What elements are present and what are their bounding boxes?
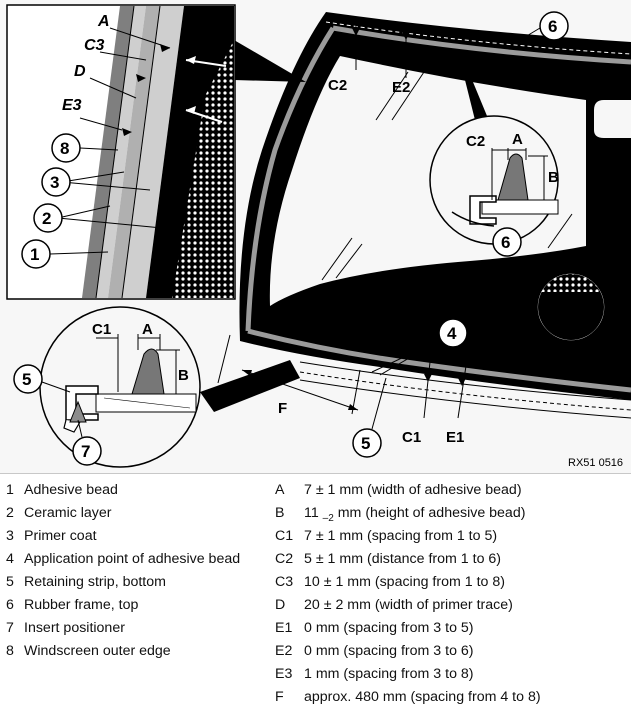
callout-8: 8 <box>60 139 69 158</box>
label-e1: E1 <box>446 429 464 446</box>
detail-circle-top: C2 A B 6 <box>429 115 559 257</box>
inset-label-e3: E3 <box>62 97 82 114</box>
label-c2: C2 <box>328 77 347 94</box>
detail-inset-layers: A C3 D E3 8 3 2 1 <box>6 4 236 300</box>
label-c1: C1 <box>402 429 421 446</box>
windscreen-diagram: F C2 E2 C1 E1 <box>0 4 631 474</box>
reference-code: RX51 0516 <box>568 457 623 469</box>
callout-1: 1 <box>30 245 39 264</box>
callout-3: 3 <box>50 173 59 192</box>
detail-circle-bottom: C1 A B <box>39 306 201 468</box>
callout-2: 2 <box>42 209 51 228</box>
left-label-c1: C1 <box>92 321 111 338</box>
right-label-a: A <box>512 131 523 148</box>
callout-6: 6 <box>548 17 557 36</box>
label-f: F <box>278 400 287 417</box>
left-label-a: A <box>142 321 153 338</box>
inset-label-a: A <box>97 13 110 30</box>
inset-label-c3: C3 <box>84 37 105 54</box>
callout-7: 7 <box>81 442 90 461</box>
label-e2: E2 <box>392 79 410 96</box>
callout-4: 4 <box>447 324 457 343</box>
bottom-markers: C1 E1 <box>402 361 467 446</box>
callout-5-bottom: 5 <box>361 434 370 453</box>
left-label-b: B <box>178 367 189 384</box>
inset-pointer <box>234 40 306 82</box>
left-inset-pointer <box>200 360 300 412</box>
top-markers: C2 E2 <box>328 18 410 96</box>
windscreen-outline <box>239 12 631 419</box>
bead-section-circle <box>536 272 606 362</box>
callout-5: 5 <box>22 370 31 389</box>
right-label-c2: C2 <box>466 133 485 150</box>
inset-label-d: D <box>74 63 86 80</box>
callout-6-inset: 6 <box>501 233 510 252</box>
right-label-b: B <box>548 169 559 186</box>
